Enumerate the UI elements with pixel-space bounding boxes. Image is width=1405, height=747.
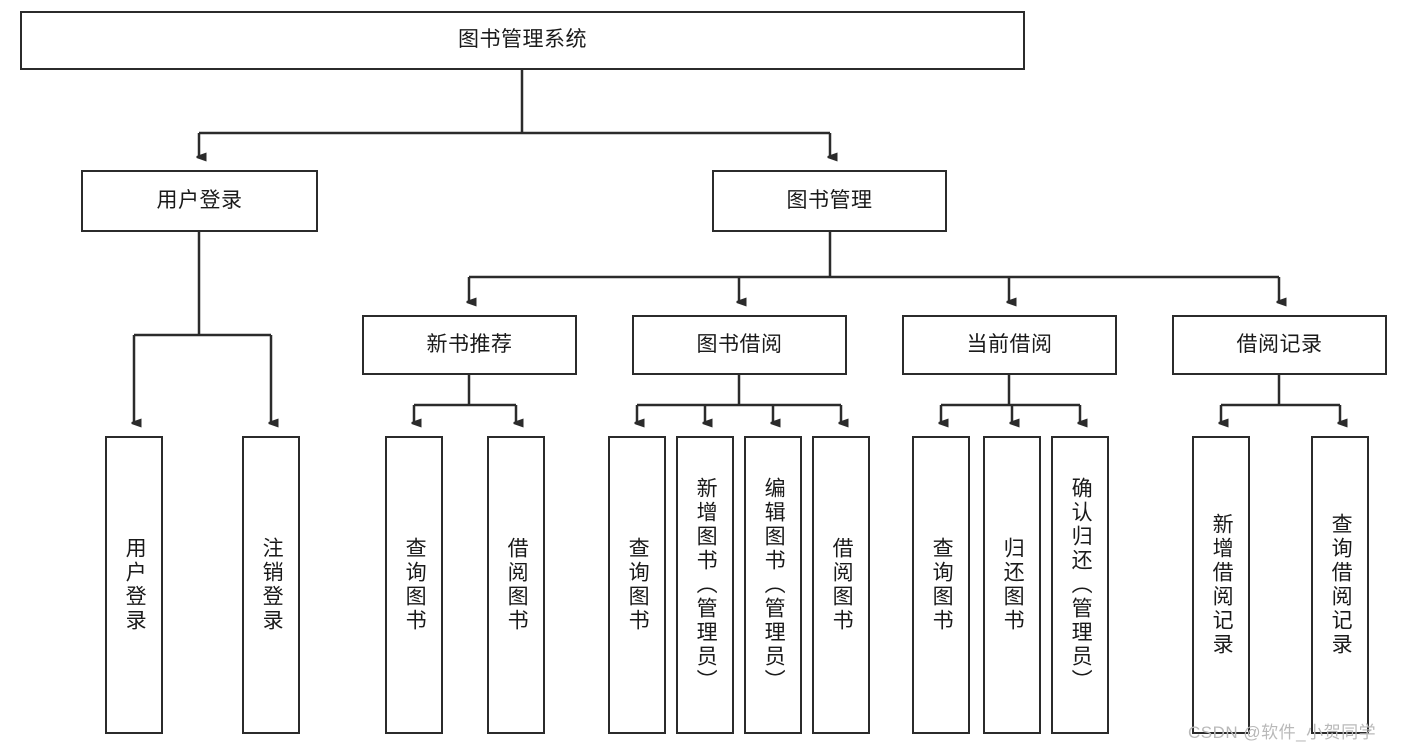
node-book-borrow[interactable]: 图书借阅: [632, 315, 847, 375]
node-label: 用户登录: [156, 188, 243, 212]
node-label: 查询借阅记录: [1329, 513, 1353, 657]
node-leaf-confirm-return[interactable]: 确认归还（管理员）: [1051, 436, 1109, 734]
node-label: 查询图书: [403, 537, 427, 633]
node-leaf-return-book[interactable]: 归还图书: [983, 436, 1041, 734]
node-label: 图书管理: [786, 188, 873, 212]
node-system-title[interactable]: 图书管理系统: [20, 11, 1025, 70]
node-label: 借阅图书: [830, 537, 854, 633]
node-new-book-recommend[interactable]: 新书推荐: [362, 315, 577, 375]
node-label: 用户登录: [123, 537, 147, 633]
node-current-borrow[interactable]: 当前借阅: [902, 315, 1117, 375]
node-leaf-add-book[interactable]: 新增图书（管理员）: [676, 436, 734, 734]
node-label: 归还图书: [1001, 537, 1025, 633]
node-label: 查询图书: [626, 537, 650, 633]
node-book-management[interactable]: 图书管理: [712, 170, 947, 232]
node-label: 图书管理系统: [458, 28, 587, 52]
node-leaf-user-login[interactable]: 用户登录: [105, 436, 163, 734]
node-leaf-borrow-book-recommend[interactable]: 借阅图书: [487, 436, 545, 734]
node-leaf-edit-book[interactable]: 编辑图书（管理员）: [744, 436, 802, 734]
csdn-watermark: CSDN @软件_小贺同学: [1188, 723, 1377, 742]
node-label: 新增借阅记录: [1210, 513, 1234, 657]
node-leaf-query-borrow-record[interactable]: 查询借阅记录: [1311, 436, 1369, 734]
node-leaf-query-current-book[interactable]: 查询图书: [912, 436, 970, 734]
node-leaf-query-book-recommend[interactable]: 查询图书: [385, 436, 443, 734]
node-borrow-record[interactable]: 借阅记录: [1172, 315, 1387, 375]
node-label: 查询图书: [930, 537, 954, 633]
node-user-login[interactable]: 用户登录: [81, 170, 318, 232]
node-label: 注销登录: [260, 537, 284, 633]
node-label: 新增图书（管理员）: [694, 477, 718, 693]
node-label: 编辑图书（管理员）: [762, 477, 786, 693]
node-leaf-add-borrow-record[interactable]: 新增借阅记录: [1192, 436, 1250, 734]
node-label: 图书借阅: [696, 332, 783, 356]
node-label: 新书推荐: [426, 332, 513, 356]
node-label: 当前借阅: [966, 332, 1053, 356]
node-leaf-logout[interactable]: 注销登录: [242, 436, 300, 734]
node-label: 借阅记录: [1236, 332, 1323, 356]
node-label: 借阅图书: [505, 537, 529, 633]
node-label: 确认归还（管理员）: [1069, 477, 1093, 693]
node-leaf-borrow-book[interactable]: 借阅图书: [812, 436, 870, 734]
node-leaf-query-book[interactable]: 查询图书: [608, 436, 666, 734]
